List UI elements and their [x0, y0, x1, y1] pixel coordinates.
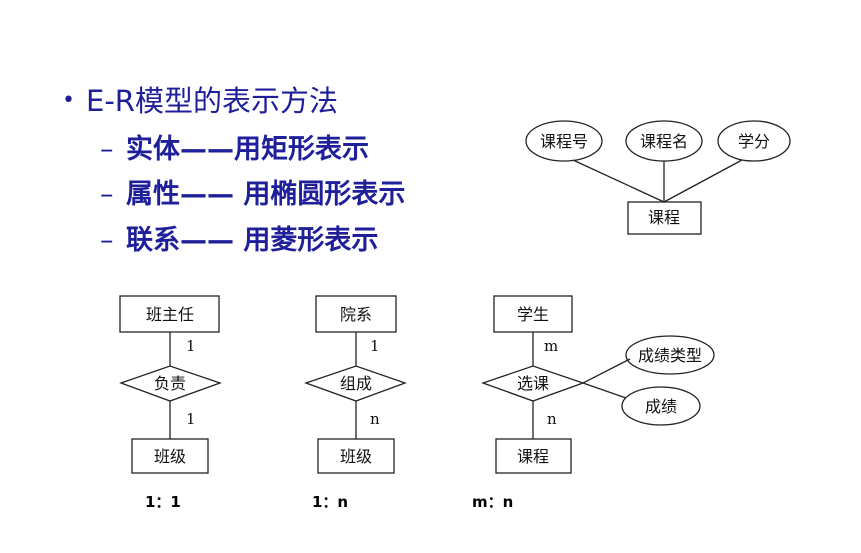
ratio-label-many-to-many: m：n: [472, 493, 514, 511]
sub-dash: –: [100, 134, 114, 165]
heading-text: E-R模型的表示方法: [86, 84, 338, 118]
sub-dash: –: [100, 225, 114, 256]
attribute-label: 成绩: [645, 397, 677, 416]
sub-item-text: 属性—— 用椭圆形表示: [126, 179, 406, 210]
connector-line: [663, 159, 743, 203]
cardinality-label: 1: [186, 410, 196, 428]
entity-label: 课程: [517, 447, 549, 466]
attribute-ellipse: [621, 386, 701, 426]
cardinality-label: 1: [186, 337, 196, 355]
sub-item-text: 实体——用矩形表示: [126, 134, 369, 165]
cardinality-label: 1: [370, 337, 380, 355]
connector-line: [582, 382, 627, 399]
relationship-diamond: [119, 365, 222, 402]
relationship-label: 负责: [154, 374, 186, 393]
attribute-label: 学分: [738, 132, 770, 151]
relationship-diamond: [304, 365, 407, 402]
entity-label: 班级: [340, 447, 372, 466]
sub-dash: –: [100, 179, 114, 210]
entity-rect: [317, 438, 395, 474]
attribute-ellipse: [717, 120, 791, 162]
attribute-label: 成绩类型: [638, 346, 702, 365]
relationship-label: 选课: [517, 374, 549, 393]
attribute-ellipse: [525, 120, 603, 162]
cardinality-label: n: [547, 410, 557, 428]
attribute-label: 课程号: [540, 132, 588, 151]
entity-rect: [131, 438, 209, 474]
attribute-ellipse: [625, 335, 715, 375]
heading-bullet-line: • E-R模型的表示方法: [62, 78, 338, 120]
entity-label: 班主任: [146, 305, 194, 324]
bullet-dot: •: [62, 88, 75, 113]
entity-label: 班级: [154, 447, 186, 466]
ratio-label-one-to-one: 1：1: [145, 493, 181, 511]
cardinality-label: n: [370, 410, 380, 428]
connector-line: [582, 358, 631, 384]
ratio-label-one-to-many: 1：n: [312, 493, 349, 511]
relationship-label: 组成: [340, 374, 372, 393]
sub-item-relationship: –联系—— 用菱形表示: [100, 218, 378, 257]
cardinality-label: m: [544, 337, 558, 355]
entity-label: 学生: [517, 305, 549, 324]
entity-label: 课程: [648, 208, 680, 227]
entity-label: 院系: [340, 305, 372, 324]
attribute-label: 课程名: [640, 132, 688, 151]
sub-item-text: 联系—— 用菱形表示: [126, 225, 379, 256]
entity-rect: [627, 201, 702, 235]
sub-item-entity: –实体——用矩形表示: [100, 127, 369, 166]
connector-line: [572, 159, 665, 203]
sub-item-attribute: –属性—— 用椭圆形表示: [100, 172, 405, 211]
entity-rect: [495, 438, 572, 474]
